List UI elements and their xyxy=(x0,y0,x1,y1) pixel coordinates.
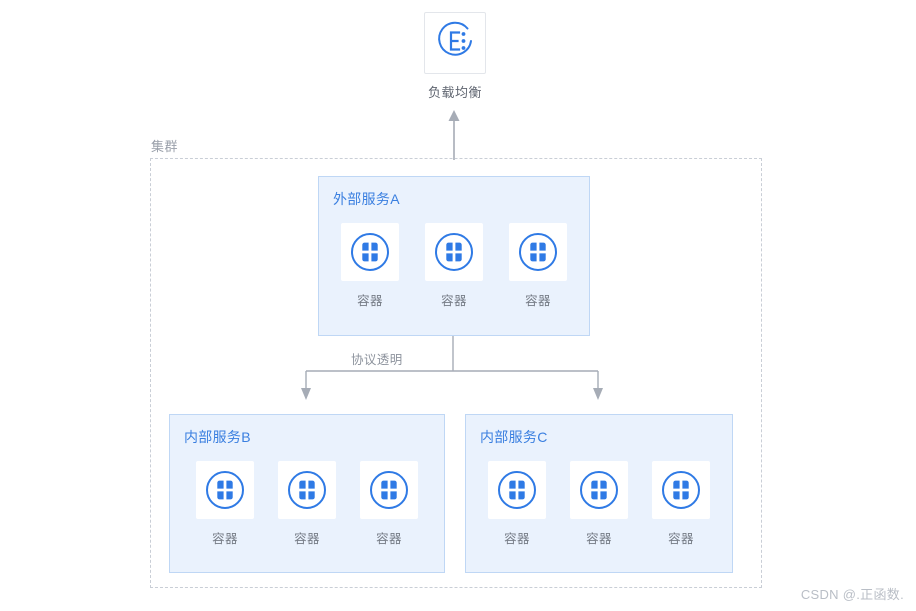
watermark: CSDN @.正函数. xyxy=(800,587,904,602)
service-a-to-internal-services-connector xyxy=(296,336,608,402)
container-card[interactable]: 容器 xyxy=(196,461,254,547)
container-label: 容器 xyxy=(586,532,612,546)
container-label: 容器 xyxy=(525,294,551,308)
container-icon xyxy=(509,223,567,281)
container-label: 容器 xyxy=(504,532,530,546)
container-list: 容器 容器 xyxy=(466,461,732,547)
container-icon xyxy=(570,461,628,519)
load-balancer-label: 负载均衡 xyxy=(427,85,482,100)
container-icon xyxy=(196,461,254,519)
service-title: 外部服务A xyxy=(333,191,400,207)
container-card[interactable]: 容器 xyxy=(652,461,710,547)
cluster-boundary xyxy=(150,158,762,588)
container-icon xyxy=(278,461,336,519)
container-card[interactable]: 容器 xyxy=(278,461,336,547)
container-card[interactable]: 容器 xyxy=(425,223,483,309)
container-label: 容器 xyxy=(212,532,238,546)
load-balancer-node[interactable] xyxy=(424,12,486,74)
container-card[interactable]: 容器 xyxy=(509,223,567,309)
container-icon xyxy=(341,223,399,281)
connector-label: 协议透明 xyxy=(348,349,406,368)
container-list: 容器 容器 xyxy=(319,223,589,309)
container-icon xyxy=(425,223,483,281)
container-label: 容器 xyxy=(441,294,467,308)
container-list: 容器 容器 xyxy=(170,461,444,547)
container-card[interactable]: 容器 xyxy=(488,461,546,547)
container-icon xyxy=(652,461,710,519)
service-panel-internal-service-b[interactable]: 内部服务B 容器 xyxy=(169,414,445,573)
load-balancer-icon xyxy=(433,19,477,68)
cluster-label: 集群 xyxy=(151,139,179,154)
service-panel-internal-service-c[interactable]: 内部服务C 容器 xyxy=(465,414,733,573)
cluster-to-load-balancer-arrow xyxy=(446,110,462,160)
container-icon xyxy=(488,461,546,519)
container-card[interactable]: 容器 xyxy=(570,461,628,547)
container-card[interactable]: 容器 xyxy=(360,461,418,547)
service-title: 内部服务B xyxy=(184,429,251,445)
container-label: 容器 xyxy=(294,532,320,546)
container-label: 容器 xyxy=(668,532,694,546)
service-title: 内部服务C xyxy=(480,429,548,445)
container-icon xyxy=(360,461,418,519)
service-panel-external-service-a[interactable]: 外部服务A 容器 xyxy=(318,176,590,336)
container-card[interactable]: 容器 xyxy=(341,223,399,309)
container-label: 容器 xyxy=(357,294,383,308)
container-label: 容器 xyxy=(376,532,402,546)
